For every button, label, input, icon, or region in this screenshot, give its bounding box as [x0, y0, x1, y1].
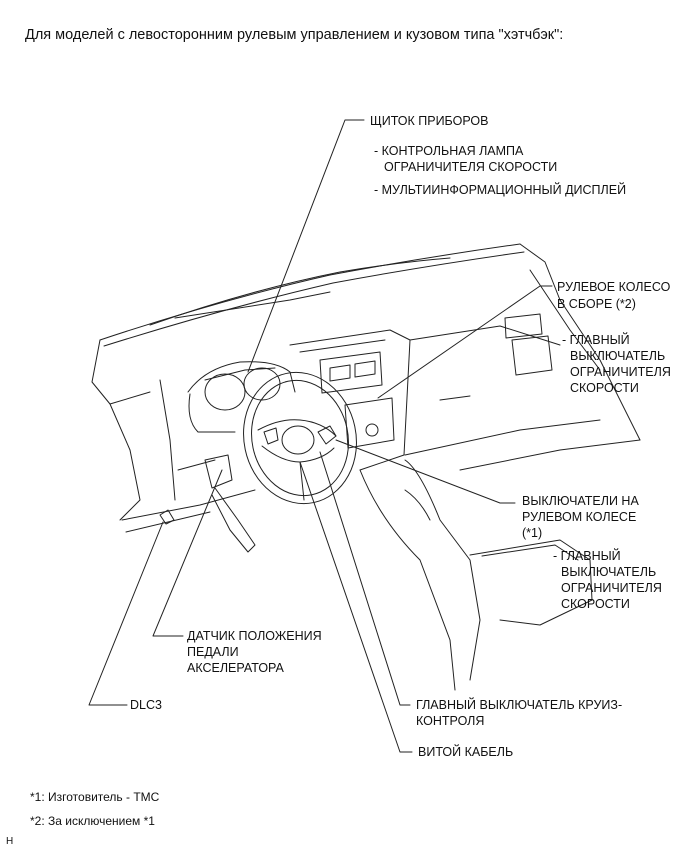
- label-steering-wheel-line2: В СБОРЕ (*2): [557, 297, 636, 311]
- label-ws-sub-line3: ОГРАНИЧИТЕЛЯ: [561, 581, 662, 595]
- accelerator-pedal-shape: [204, 454, 256, 553]
- corner-mark: H: [6, 836, 14, 847]
- label-sw-sub-line2: ВЫКЛЮЧАТЕЛЬ: [570, 349, 666, 363]
- label-instrument-panel: ЩИТОК ПРИБОРОВ: [370, 114, 489, 128]
- dashboard-top-outline: [99, 243, 641, 441]
- label-wheel-switches-line2: РУЛЕВОМ КОЛЕСЕ: [522, 510, 637, 524]
- footnote-1: *1: Изготовитель - TMC: [30, 790, 160, 804]
- label-wheel-switches-line1: ВЫКЛЮЧАТЕЛИ НА: [522, 494, 639, 508]
- label-ip-sub1-line2: ОГРАНИЧИТЕЛЯ СКОРОСТИ: [384, 160, 558, 174]
- page-heading: Для моделей с левосторонним рулевым упра…: [25, 27, 564, 43]
- label-wheel-switches-line3: (*1): [522, 526, 543, 540]
- steering-wheel-shape: [243, 371, 357, 505]
- label-cruise-switch-line1: ГЛАВНЫЙ ВЫКЛЮЧАТЕЛЬ КРУИЗ-: [416, 698, 623, 712]
- label-ip-sub2: - МУЛЬТИИНФОРМАЦИОННЫЙ ДИСПЛЕЙ: [374, 183, 627, 197]
- instrument-cluster-shape: [187, 361, 296, 433]
- label-sw-sub-line4: СКОРОСТИ: [570, 381, 639, 395]
- label-cruise-switch-line2: КОНТРОЛЯ: [416, 714, 485, 728]
- label-spiral-cable: ВИТОЙ КАБЕЛЬ: [418, 745, 514, 759]
- label-ws-sub-line2: ВЫКЛЮЧАТЕЛЬ: [561, 565, 657, 579]
- console-box-shape: [469, 539, 593, 626]
- footnote-2: *2: За исключением *1: [30, 814, 155, 828]
- label-ip-sub1-line1: - КОНТРОЛЬНАЯ ЛАМПА: [374, 144, 524, 158]
- label-steering-wheel-line1: РУЛЕВОЕ КОЛЕСО: [557, 280, 671, 294]
- label-pedal-sensor-line1: ДАТЧИК ПОЛОЖЕНИЯ: [187, 629, 322, 643]
- label-dlc3: DLC3: [130, 698, 162, 712]
- right-dash-shape: [404, 313, 641, 471]
- label-pedal-sensor-line2: ПЕДАЛИ: [187, 645, 239, 659]
- label-pedal-sensor-line3: АКСЕЛЕРАТОРА: [187, 661, 284, 675]
- label-ws-sub-line4: СКОРОСТИ: [561, 597, 630, 611]
- leader-lines: [88, 119, 553, 753]
- label-ws-sub-line1: - ГЛАВНЫЙ: [553, 549, 621, 563]
- left-pillar-outline: [91, 339, 256, 533]
- label-sw-sub-line3: ОГРАНИЧИТЕЛЯ: [570, 365, 671, 379]
- label-sw-sub-line1: - ГЛАВНЫЙ: [562, 333, 630, 347]
